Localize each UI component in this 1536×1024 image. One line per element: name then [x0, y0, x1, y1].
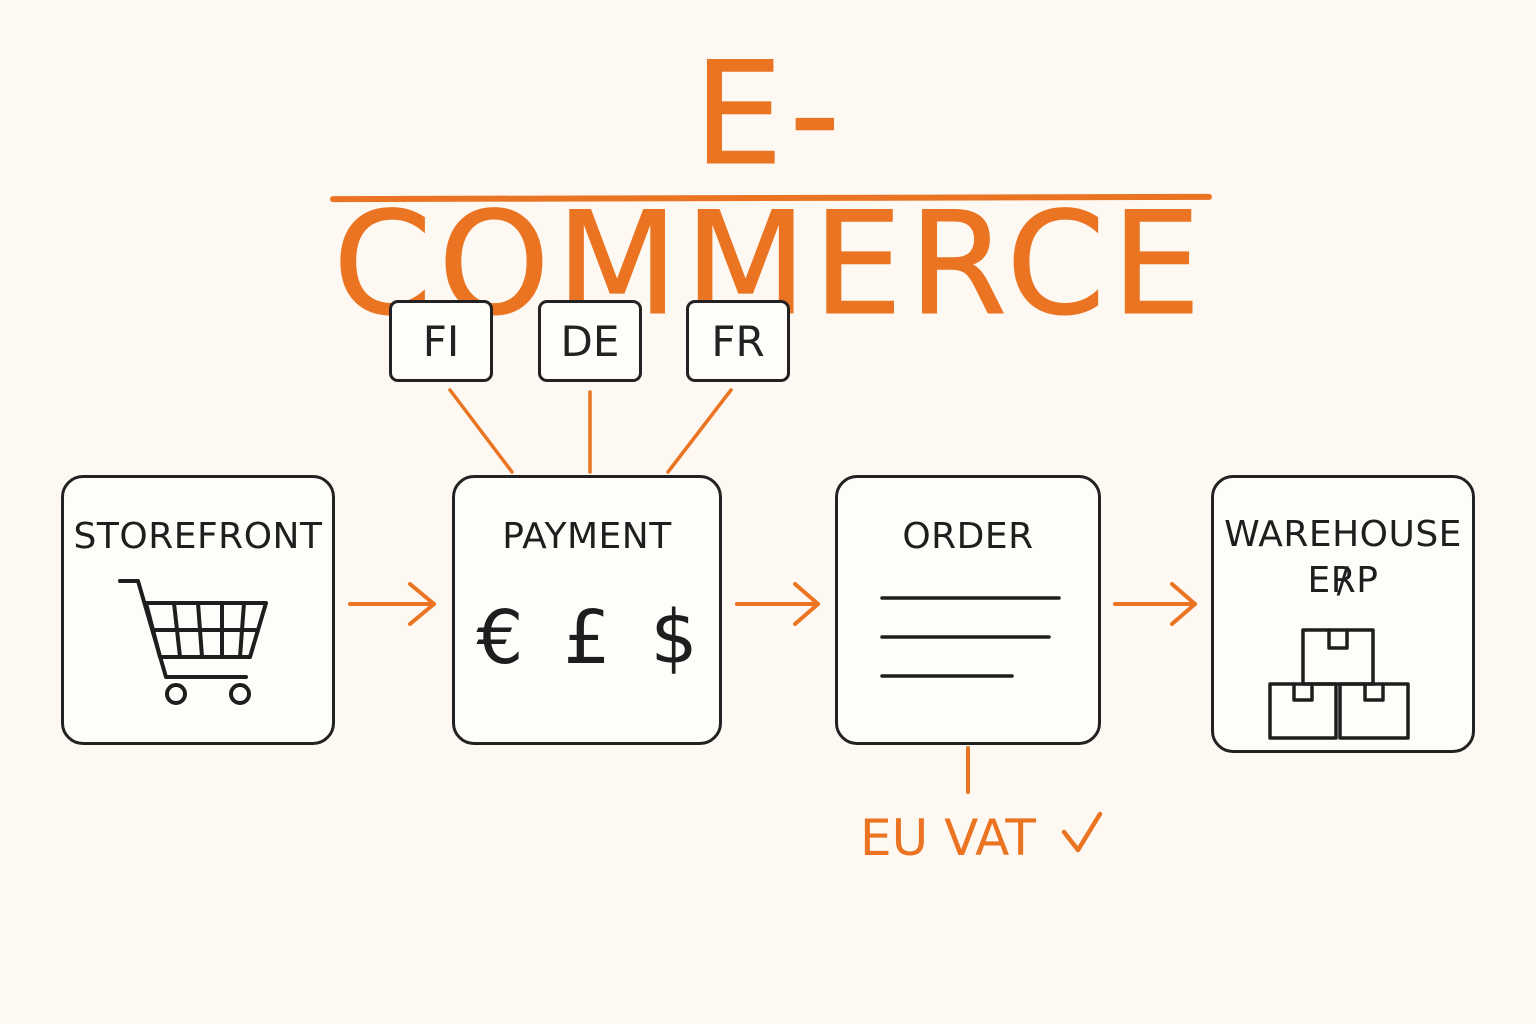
euro-symbol: € [476, 595, 524, 681]
shopping-cart-icon [118, 579, 268, 705]
order-label: ORDER [902, 516, 1034, 557]
warehouse-label-line2: ERP [1307, 560, 1379, 601]
eu-vat-label: EU VAT [860, 809, 1036, 867]
country-tag-de: DE [538, 300, 642, 382]
country-tag-fr: FR [686, 300, 790, 382]
country-tag-fi: FI [389, 300, 493, 382]
warehouse-label-line1: WAREHOUSE / [1224, 514, 1462, 601]
arrow-storefront-payment [348, 582, 436, 626]
storefront-label: STOREFRONT [73, 516, 323, 557]
order-box: ORDER [835, 475, 1101, 745]
arrow-order-warehouse [1113, 582, 1197, 626]
connector-fr-payment [666, 388, 733, 474]
payment-box: PAYMENT € £ $ [452, 475, 722, 745]
stacked-boxes-icon [1268, 628, 1410, 740]
document-lines-icon [880, 596, 1061, 678]
connector-fi-payment [448, 388, 514, 474]
pound-symbol: £ [563, 595, 611, 681]
warehouse-box: WAREHOUSE / ERP [1211, 475, 1475, 753]
arrow-payment-order [735, 582, 820, 626]
diagram-title: E-COMMERCE [332, 32, 1208, 347]
payment-label: PAYMENT [502, 516, 672, 557]
checkmark-icon [1061, 811, 1103, 853]
dollar-symbol: $ [650, 595, 698, 681]
currency-symbols: € £ $ [455, 598, 719, 678]
storefront-box: STOREFRONT [61, 475, 335, 745]
